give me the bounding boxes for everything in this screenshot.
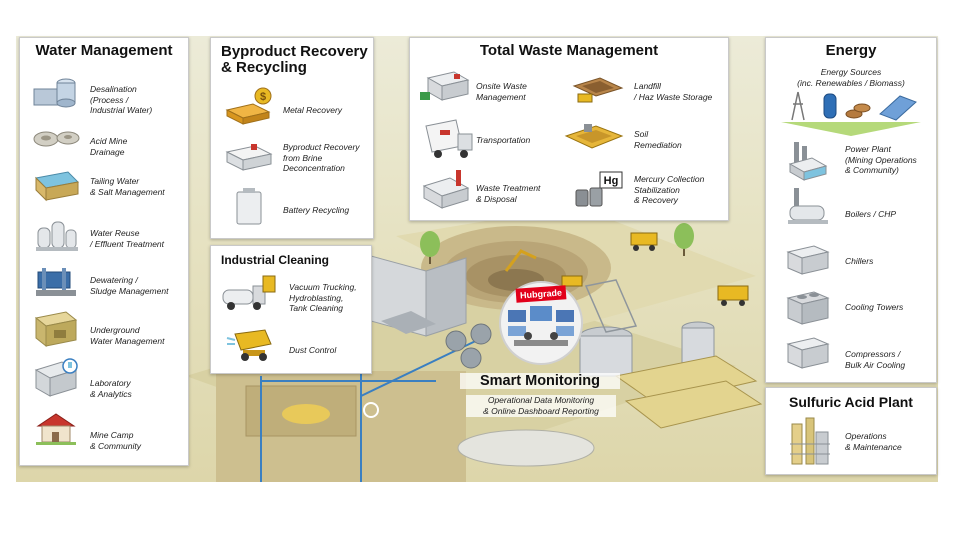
vacuum-truck-icon	[222, 275, 276, 310]
chiller-icon	[786, 245, 830, 275]
byproduct-recovery-panel: Byproduct Recovery & Recycling $ Metal R…	[210, 37, 374, 239]
list-item: Waste Treatment & Disposal	[476, 183, 541, 204]
haul-truck-icon	[630, 232, 658, 251]
desalination-icon	[33, 78, 76, 108]
dewatering-icon	[36, 268, 76, 296]
list-item: Vacuum Trucking, Hydroblasting, Tank Cle…	[289, 282, 357, 313]
industrial-cleaning-panel: Industrial Cleaning Vacuum Trucking, Hyd…	[210, 245, 372, 374]
smart-monitoring-subtitle: Operational Data Monitoring & Online Das…	[466, 395, 616, 417]
battery-recycling-icon	[236, 188, 262, 225]
gas-tank-icon	[823, 93, 837, 119]
brine-recovery-icon	[225, 144, 273, 171]
panel-title: Total Waste Management	[479, 42, 659, 59]
list-item: Tailing Water & Salt Management	[90, 176, 165, 197]
list-item: Cooling Towers	[845, 302, 904, 312]
underground-loader-icon	[282, 404, 330, 424]
list-item: Boilers / CHP	[845, 209, 897, 219]
panel-title: Energy	[825, 42, 877, 59]
tree-icon	[674, 223, 694, 256]
list-item: Dust Control	[289, 345, 337, 355]
list-item: Mine Camp & Community	[90, 430, 142, 451]
total-waste-management-panel: Total Waste Management Onsite Waste Mana…	[409, 37, 729, 221]
excavator-icon	[504, 249, 537, 272]
haul-truck-icon	[561, 275, 583, 287]
monitoring-control-room-icon	[499, 281, 583, 365]
transportation-truck-icon	[425, 119, 473, 158]
sulfuric-acid-plant-icon	[790, 417, 830, 465]
tailing-water-icon	[34, 171, 80, 202]
metal-recovery-icon: $	[225, 87, 272, 125]
list-item: Acid Mine Drainage	[90, 136, 128, 157]
smart-monitoring-title: Smart Monitoring	[460, 373, 620, 389]
list-item: Compressors / Bulk Air Cooling	[845, 349, 906, 370]
biomass-logs-icon	[845, 103, 871, 119]
mine-camp-icon	[36, 413, 76, 445]
haul-truck-icon	[717, 285, 749, 306]
list-item: Metal Recovery	[283, 105, 343, 115]
laboratory-icon	[34, 358, 78, 397]
list-item: Soil Remediation	[634, 129, 682, 150]
water-management-panel: Water Management Desalination (Process /…	[19, 37, 189, 466]
energy-panel: Energy Energy Sources (inc. Renewables /…	[765, 37, 937, 383]
solar-panel-icon	[879, 95, 917, 121]
mercury-symbol: Hg	[604, 175, 619, 187]
list-item: Operations & Maintenance	[845, 431, 902, 452]
compressor-icon	[786, 337, 830, 369]
onsite-waste-icon	[420, 71, 470, 101]
valve-icon	[363, 402, 379, 418]
panel-title: Byproduct Recovery & Recycling	[221, 43, 368, 76]
panel-title: Water Management	[35, 42, 173, 59]
waste-treatment-icon	[422, 170, 470, 209]
svg-text:$: $	[260, 91, 266, 103]
mercury-collection-icon: Hg	[575, 171, 623, 207]
underground-water-icon	[34, 311, 78, 348]
panel-title: Sulfuric Acid Plant	[789, 394, 913, 410]
list-item: Water Reuse / Effluent Treatment	[90, 228, 165, 249]
landfill-icon	[572, 77, 624, 103]
list-item: Byproduct Recovery from Brine Deconcentr…	[283, 142, 360, 173]
list-item: Dewatering / Sludge Management	[90, 275, 169, 296]
list-item: Chillers	[845, 256, 874, 266]
energy-sources-label: Energy Sources (inc. Renewables / Biomas…	[797, 67, 905, 88]
list-item: Landfill / Haz Waste Storage	[634, 81, 713, 102]
list-item: Transportation	[476, 135, 531, 145]
boiler-icon	[788, 188, 828, 224]
list-item: Underground Water Management	[90, 325, 165, 346]
list-item: Laboratory & Analytics	[90, 378, 132, 399]
water-reuse-icon	[36, 221, 78, 251]
soil-remediation-icon	[564, 124, 624, 149]
energy-sources-icons	[791, 91, 917, 121]
power-plant-icon	[788, 142, 828, 181]
list-item: Desalination (Process / Industrial Water…	[90, 84, 153, 115]
list-item: Mercury Collection Stabilization & Recov…	[634, 174, 705, 205]
dust-control-icon	[226, 329, 272, 361]
energy-flow-arrow	[781, 122, 921, 136]
cooling-tower-icon	[786, 291, 830, 325]
tree-icon	[420, 231, 440, 264]
acid-mine-drainage-icon	[33, 131, 80, 147]
panel-title: Industrial Cleaning	[221, 253, 330, 267]
list-item: Battery Recycling	[283, 205, 350, 215]
list-item: Power Plant (Mining Operations & Communi…	[845, 144, 917, 175]
power-pylon-icon	[791, 91, 805, 121]
sulfuric-acid-plant-panel: Sulfuric Acid Plant Operations & Mainten…	[765, 387, 937, 475]
list-item: Onsite Waste Management	[476, 81, 527, 102]
